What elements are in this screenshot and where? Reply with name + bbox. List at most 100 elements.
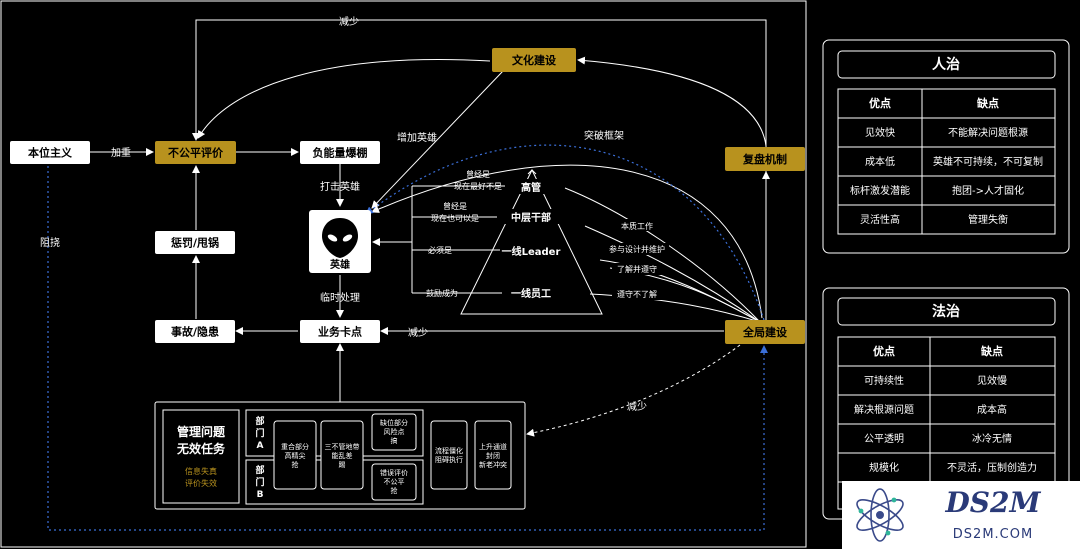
edge-tuopo — [365, 144, 765, 321]
pyramid-note-right-2: 参与设计并维护 — [609, 244, 665, 254]
pyramid-note-left-3: 必须是 — [428, 245, 452, 255]
edge-labels: 减少 加重 增加英雄 突破框架 打击英雄 临时处理 减少 减少 阻挠 — [40, 16, 647, 413]
label-jianshao-low: 减少 — [627, 401, 647, 413]
edges — [90, 19, 770, 402]
mgmt-cell-1 — [273, 420, 317, 490]
pyramid-level-1: 高管 — [521, 181, 541, 194]
renzhi-header-pros: 优点 — [869, 96, 891, 110]
mgmt-cell-1-l2: 高精尖 — [285, 451, 306, 460]
dept-b-l2: 门 — [255, 476, 264, 488]
mgmt-cell-4-l3: 抢 — [391, 486, 398, 495]
mgmt-title-box — [162, 409, 240, 504]
renzhi-title: 人治 — [932, 56, 960, 73]
renzhi-r2-pro: 成本低 — [865, 155, 895, 168]
renzhi-grid — [837, 88, 1056, 235]
node-shigu: 事故/隐患 — [155, 320, 235, 343]
atom-logo-icon — [856, 488, 904, 542]
node-fupan: 复盘机制 — [725, 147, 805, 171]
label-jiazhong: 加重 — [111, 146, 131, 159]
node-hero: 英雄 — [309, 210, 371, 273]
node-benwei-label: 本位主义 — [28, 146, 73, 160]
edge-wenhua-hero — [371, 70, 504, 209]
pyramid-note-right-3: 了解并遵守 — [617, 264, 657, 274]
mgmt-cell-6-l2: 封闭 — [486, 451, 500, 460]
fan-line-1 — [564, 187, 761, 323]
fan-line-2 — [584, 225, 761, 323]
edge-quanju-mgmt — [526, 344, 741, 437]
node-funengliang: 负能量爆棚 — [300, 141, 380, 164]
fazhi-r3-con: 冰冷无情 — [972, 432, 1012, 445]
pyramid: 高管 中层干部 一线Leader 一线员工 曾经是 现在最好不是 曾经是 现在也… — [426, 168, 669, 315]
mgmt-cell-3 — [371, 413, 417, 451]
edge-wenhua-bugongping — [197, 59, 491, 139]
fazhi-r4-pro: 规模化 — [869, 461, 899, 474]
label-tuopo: 突破框架 — [584, 129, 624, 142]
mgmt-sub-line2: 评价失效 — [185, 478, 217, 488]
fazhi-r2-con: 成本高 — [977, 403, 1007, 416]
mgmt-title-line1: 管理问题 — [177, 424, 226, 439]
fazhi-r4-con: 不灵活，压制创造力 — [947, 461, 1037, 474]
pyramid-outline — [460, 168, 603, 315]
fazhi-header-pros: 优点 — [873, 344, 895, 358]
node-chengfa-label: 惩罚/甩锅 — [171, 236, 219, 250]
renzhi-r4-pro: 灵活性高 — [860, 213, 900, 226]
mgmt-cell-1-l3: 抢 — [292, 460, 299, 469]
pyramid-level-2: 中层干部 — [511, 211, 551, 224]
mgmt-cell-3-l3: 搞 — [391, 436, 398, 445]
mgmt-sub-line1: 信息失真 — [185, 466, 217, 476]
diagram-frame — [0, 0, 807, 548]
dept-b-l3: B — [257, 490, 264, 500]
pyramid-level-bg-4 — [502, 285, 560, 300]
mgmt-title-line2: 无效任务 — [176, 441, 226, 456]
node-fupan-label: 复盘机制 — [742, 152, 787, 166]
fazhi-r1-pro: 可持续性 — [864, 374, 904, 387]
node-funengliang-label: 负能量爆棚 — [313, 146, 368, 160]
label-zunao: 阻挠 — [40, 236, 60, 249]
label-daji: 打击英雄 — [320, 180, 360, 193]
fazhi-title-box — [837, 297, 1056, 326]
mgmt-cell-1-l1: 重合部分 — [281, 442, 309, 451]
node-shigu-label: 事故/隐患 — [171, 325, 219, 339]
mgmt-box: 管理问题 无效任务 信息失真 评价失效 部 门 A 部 门 B 重合部分 高精尖… — [154, 401, 526, 510]
pyramid-level-3: 一线Leader — [502, 245, 561, 258]
renzhi-r1-con: 不能解决问题根源 — [948, 126, 1028, 139]
label-jianshao-top: 减少 — [339, 16, 359, 28]
mgmt-cell-5-l1: 流程僵化 — [435, 446, 463, 455]
pyramid-note-left-1b: 现在最好不是 — [454, 181, 502, 191]
pyramid-note-right-1: 本质工作 — [621, 221, 653, 231]
node-quanju: 全局建设 — [725, 320, 805, 344]
fazhi-panel: 法治 优点 缺点 可持续性 见效慢 解决根源问题 成本高 公平透明 冰冷无情 规… — [822, 287, 1070, 520]
fazhi-r1-con: 见效慢 — [977, 374, 1007, 387]
watermark-site: DS2M.COM — [953, 527, 1033, 542]
node-bugongping: 不公平评价 — [155, 141, 236, 164]
mgmt-cell-5-l2: 阻碍执行 — [435, 455, 463, 464]
fazhi-header-cons: 缺点 — [980, 344, 1003, 358]
pyramid-note-left-2a: 曾经是 — [443, 201, 467, 211]
renzhi-panel: 人治 优点 缺点 见效快 不能解决问题根源 成本低 英雄不可持续，不可复制 标杆… — [822, 39, 1070, 254]
renzhi-r3-pro: 标杆激发潜能 — [850, 184, 910, 197]
mgmt-cell-2-l3: 踢 — [339, 461, 346, 469]
mgmt-cell-6-l1: 上升通道 — [479, 442, 507, 451]
mgmt-cell-4 — [371, 463, 417, 501]
fazhi-r2-pro: 解决根源问题 — [854, 403, 914, 416]
fazhi-r3-pro: 公平透明 — [864, 433, 904, 445]
node-wenhua-label: 文化建设 — [512, 53, 557, 67]
node-hero-label: 英雄 — [329, 258, 350, 271]
renzhi-title-box — [837, 50, 1056, 79]
mgmt-cell-3-l2: 风险点 — [384, 427, 405, 436]
edge-fupan-wenhua — [577, 56, 767, 147]
dept-a-l3: A — [257, 441, 264, 451]
mgmt-cell-2-l2: 能乱差 — [332, 451, 353, 460]
node-benwei: 本位主义 — [10, 141, 90, 164]
dept-a-l1: 部 — [255, 415, 264, 427]
dept-b-l1: 部 — [255, 464, 264, 476]
node-wenhua: 文化建设 — [492, 48, 576, 72]
mgmt-cell-4-l2: 不公平 — [384, 478, 405, 486]
mgmt-cell-2-l1: 三不管地带 — [325, 442, 360, 451]
pyramid-note-right-4: 遵守不了解 — [617, 289, 657, 299]
mgmt-cell-2 — [320, 420, 364, 490]
label-linshi: 临时处理 — [320, 291, 360, 304]
label-jianshao-mid: 减少 — [408, 327, 428, 339]
node-yewu: 业务卡点 — [300, 320, 380, 343]
node-bugongping-label: 不公平评价 — [168, 147, 224, 160]
